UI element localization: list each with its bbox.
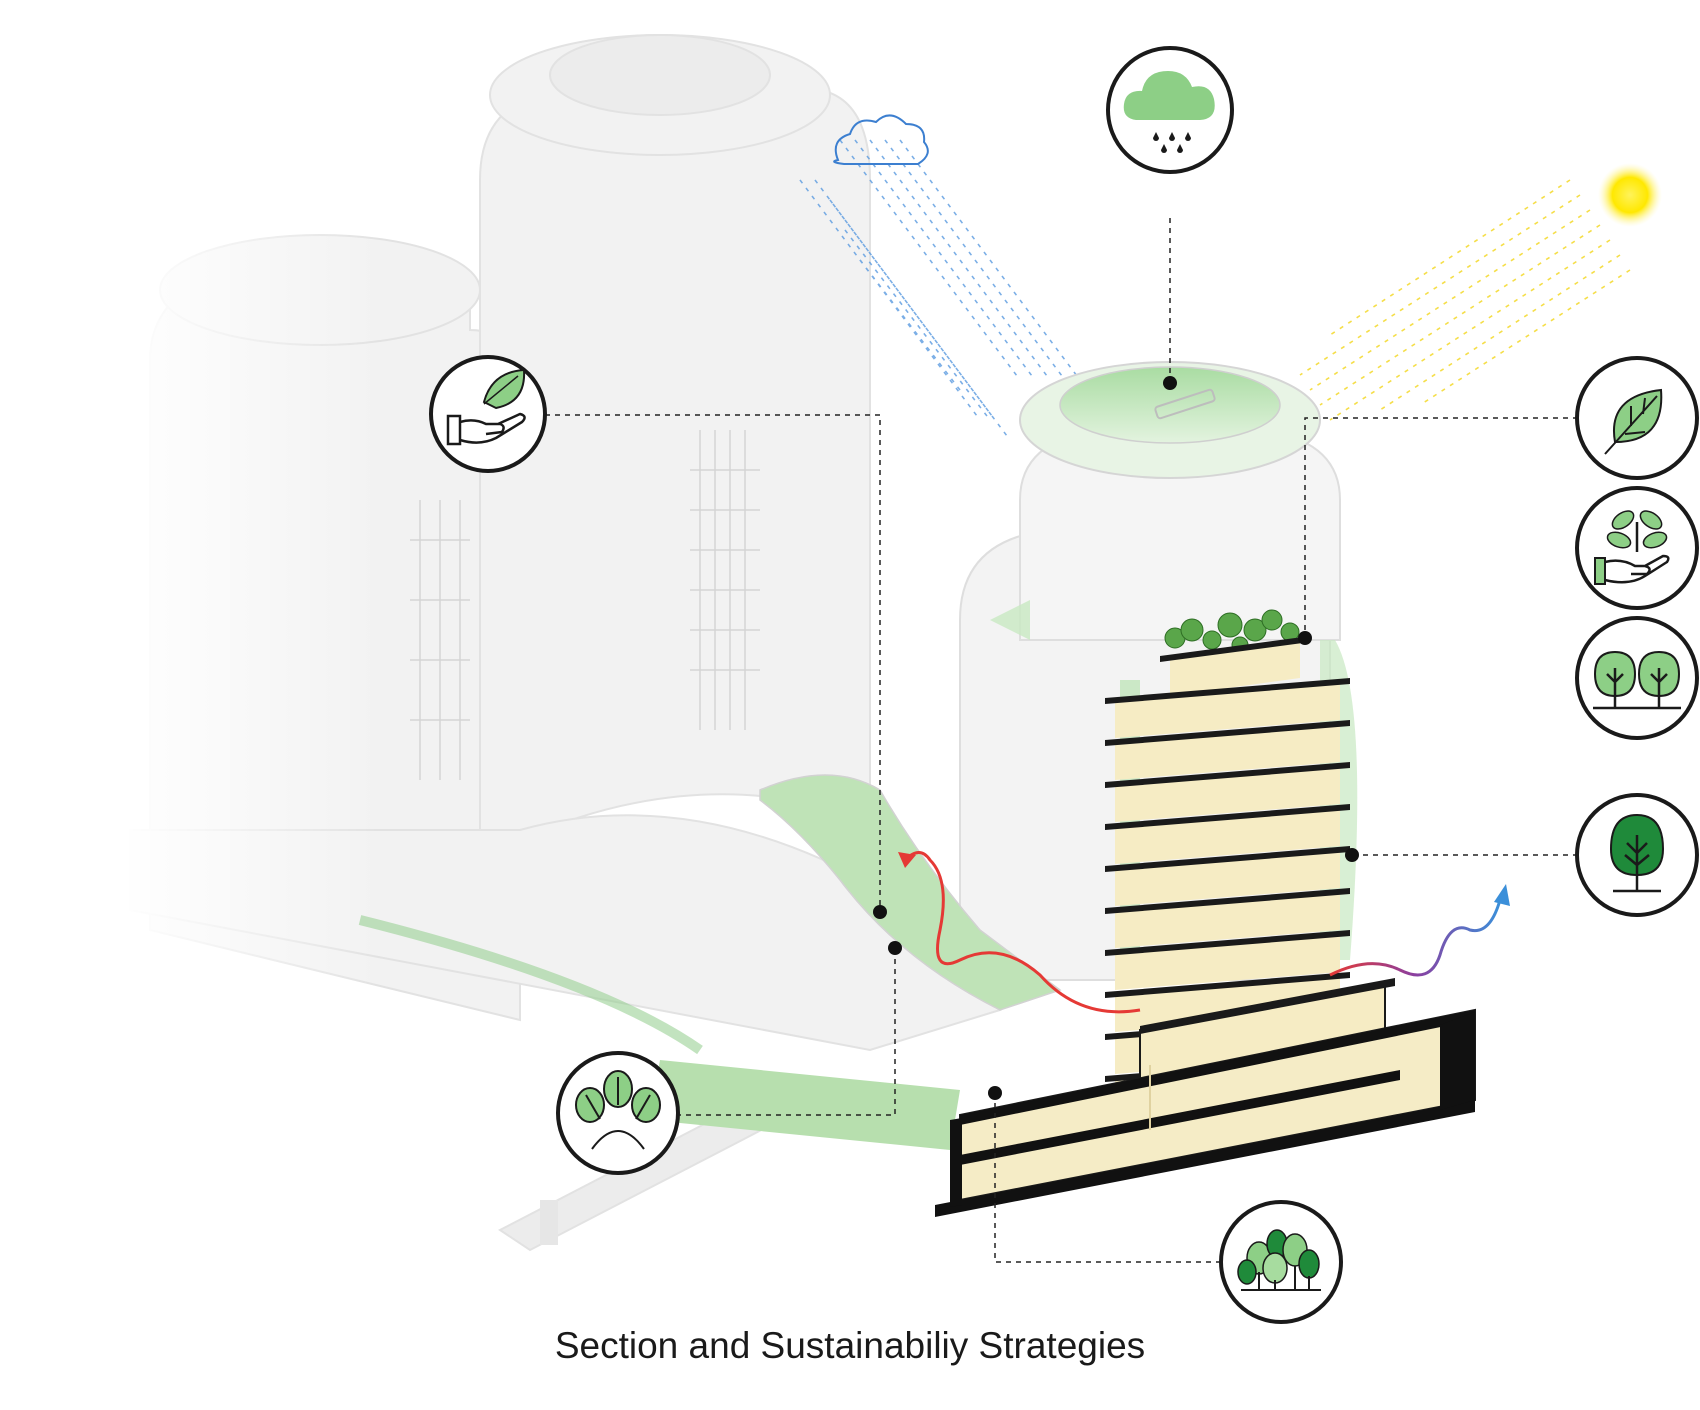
leader-lines xyxy=(545,218,1578,1263)
hand-leaf-icon xyxy=(429,355,547,473)
sun xyxy=(1598,163,1662,227)
small-cloud-outline xyxy=(833,114,929,165)
cool-air-arrowhead xyxy=(1494,884,1510,906)
warm-air-arrowhead xyxy=(898,852,916,868)
floor-slab xyxy=(1105,888,1350,914)
dark-tree-icon xyxy=(1575,793,1699,917)
facade-grid xyxy=(410,430,760,780)
podium-section xyxy=(935,1008,1476,1217)
green-base-strip xyxy=(650,1060,960,1150)
floor-slab xyxy=(1105,678,1350,704)
diagram-caption: Section and Sustainabiliy Strategies xyxy=(554,1325,1146,1366)
warm-air-arrow xyxy=(903,851,1141,1014)
tall-ghost-tower xyxy=(479,89,871,841)
cool-air-arrow xyxy=(1329,899,1502,977)
floor-slab xyxy=(1105,930,1350,956)
floor-slab xyxy=(1105,762,1350,788)
hand-sprout-icon xyxy=(1575,486,1699,610)
left-fade xyxy=(120,230,380,990)
rain-streaks xyxy=(799,139,1081,441)
floor-slab xyxy=(1105,720,1350,746)
floor-slab xyxy=(1160,636,1310,662)
green-terrace-ramp xyxy=(759,774,1062,1011)
floor-slab xyxy=(1105,972,1350,998)
rooftop-trees xyxy=(1164,609,1300,654)
leader-dots xyxy=(873,376,1359,1100)
three-leaves-icon xyxy=(556,1051,680,1175)
leaf-icon xyxy=(1575,356,1699,480)
sun-rays xyxy=(1299,179,1631,421)
two-trees-icon xyxy=(1575,616,1699,740)
floor-slab xyxy=(1105,846,1350,872)
forest-icon xyxy=(1219,1200,1343,1324)
floor-slab xyxy=(1140,978,1395,1034)
floor-slab xyxy=(1105,804,1350,830)
rain-cloud-icon xyxy=(1106,46,1234,174)
